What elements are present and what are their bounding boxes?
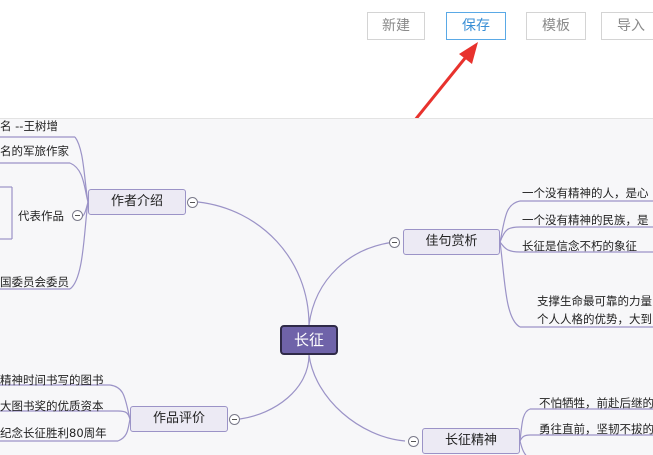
mindmap-canvas[interactable]: 长征 作者介绍 名 --王树增 名的军旅作家 代表作品 国委员会委员 佳句赏析 … [0,119,653,455]
new-button[interactable]: 新建 [367,12,425,40]
evaluation-leaf-1[interactable]: 精神时间书写的图书 [0,373,104,387]
import-button[interactable]: 导入 [601,12,653,40]
spirit-leaf-2[interactable]: 勇往直前，坚韧不拔的 [539,422,653,436]
topic-author-intro[interactable]: 作者介绍 [88,189,186,215]
root-node[interactable]: 长征 [280,325,338,355]
topic-evaluation[interactable]: 作品评价 [130,406,228,432]
author-leaf-2[interactable]: 名的军旅作家 [0,144,69,158]
quote-leaf-5[interactable]: 个人人格的优势，大到 [537,312,652,326]
collapse-works-icon[interactable] [72,210,83,221]
topic-spirit[interactable]: 长征精神 [422,428,520,454]
quote-leaf-4[interactable]: 支撑生命最可靠的力量 [537,294,652,308]
collapse-spirit-icon[interactable] [408,436,419,447]
quote-leaf-3[interactable]: 长征是信念不朽的象征 [522,239,637,253]
evaluation-leaf-2[interactable]: 大图书奖的优质资本 [0,399,104,413]
author-sub-works[interactable]: 代表作品 [18,209,64,223]
toolbar-divider [0,118,653,119]
collapse-evaluation-icon[interactable] [229,414,240,425]
evaluation-leaf-3[interactable]: 纪念长征胜利80周年 [0,426,107,440]
author-leaf-3[interactable]: 国委员会委员 [0,275,69,289]
collapse-quotes-icon[interactable] [389,237,400,248]
toolbar: 新建 保存 模板 导入 [0,0,653,118]
collapse-author-icon[interactable] [187,197,198,208]
save-button[interactable]: 保存 [446,12,506,40]
template-button[interactable]: 模板 [526,12,586,40]
spirit-leaf-1[interactable]: 不怕牺牲，前赴后继的 [539,396,653,410]
author-leaf-1[interactable]: 名 --王树增 [0,119,58,133]
quote-leaf-1[interactable]: 一个没有精神的人，是心 [522,186,649,200]
annotation-arrow-icon [414,42,478,118]
quote-leaf-2[interactable]: 一个没有精神的民族，是 [522,213,649,227]
branch-lines [0,136,653,455]
topic-quotes[interactable]: 佳句赏析 [403,229,500,255]
